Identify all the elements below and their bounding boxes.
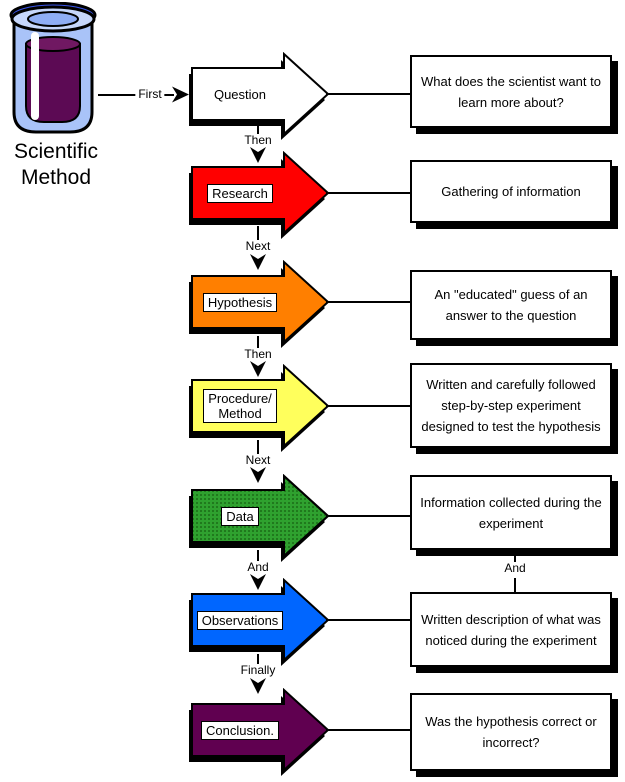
connector-line-then-2	[257, 336, 259, 350]
connector-line-next-2	[257, 440, 259, 456]
connector-line-next-1	[257, 226, 259, 242]
connector-next-2-label: Next	[243, 453, 273, 467]
connector-then-2-label: Then	[242, 347, 274, 361]
connector-then-1-label: Then	[242, 133, 274, 147]
down-arrowhead-icon	[250, 147, 266, 163]
desc-text: Was the hypothesis correct or incorrect?	[425, 714, 597, 750]
arrow-label-hypothesis: Hypothesis	[202, 292, 278, 312]
connector-and-label: And	[245, 560, 271, 574]
desc-text: Gathering of information	[441, 184, 581, 199]
down-arrowhead-icon	[250, 254, 266, 270]
down-arrowhead-icon	[250, 361, 266, 377]
arrow-label-data: Data	[221, 506, 259, 526]
right-arrowhead-icon	[172, 86, 189, 103]
desc-box-question: What does the scientist want to learn mo…	[410, 55, 612, 128]
desc-text: Written and carefully followed step-by-s…	[421, 377, 601, 434]
arrow-label-observations: Observations	[196, 610, 284, 630]
connector-line-right-and	[514, 578, 516, 592]
connector-line-finally	[257, 654, 259, 666]
diagram-title: Scientific Method	[13, 140, 99, 189]
connector-line-right-and	[514, 552, 516, 564]
down-arrowhead-icon	[250, 678, 266, 694]
connector-line-data	[326, 515, 412, 517]
desc-box-hypothesis: An "educated" guess of an answer to the …	[410, 270, 612, 340]
arrow-label-research: Research	[207, 183, 273, 203]
connector-first-label: First	[135, 87, 165, 101]
beaker-icon	[9, 2, 97, 134]
connector-line-observations	[326, 619, 412, 621]
down-arrowhead-icon	[250, 574, 266, 590]
connector-line-and	[257, 550, 259, 563]
desc-box-conclusion: Was the hypothesis correct or incorrect?	[410, 693, 612, 771]
desc-text: Information collected during the experim…	[420, 494, 602, 531]
desc-text: An "educated" guess of an answer to the …	[434, 287, 588, 323]
desc-box-research: Gathering of information	[410, 160, 612, 223]
connector-line-hypothesis	[326, 301, 412, 303]
connector-line-conclusion	[326, 729, 412, 731]
arrow-label-conclusion: Conclusion.	[201, 720, 279, 740]
desc-text: Written description of what was noticed …	[421, 611, 601, 648]
connector-next-1-label: Next	[243, 239, 273, 253]
down-arrowhead-icon	[250, 467, 266, 483]
desc-box-observations: Written description of what was noticed …	[410, 592, 612, 667]
connector-line-procedure	[326, 405, 412, 407]
connector-line-research	[326, 192, 412, 194]
connector-finally-label: Finally	[238, 663, 278, 677]
desc-text: What does the scientist want to learn mo…	[421, 73, 601, 110]
desc-box-data: Information collected during the experim…	[410, 475, 612, 550]
desc-box-procedure: Written and carefully followed step-by-s…	[410, 363, 612, 448]
right-and-label: And	[502, 561, 528, 575]
arrow-label-question: Question	[209, 85, 271, 103]
connector-line-then-1	[257, 124, 259, 137]
connector-line-question	[326, 93, 412, 95]
arrow-label-procedure: Procedure/ Method	[203, 389, 277, 423]
